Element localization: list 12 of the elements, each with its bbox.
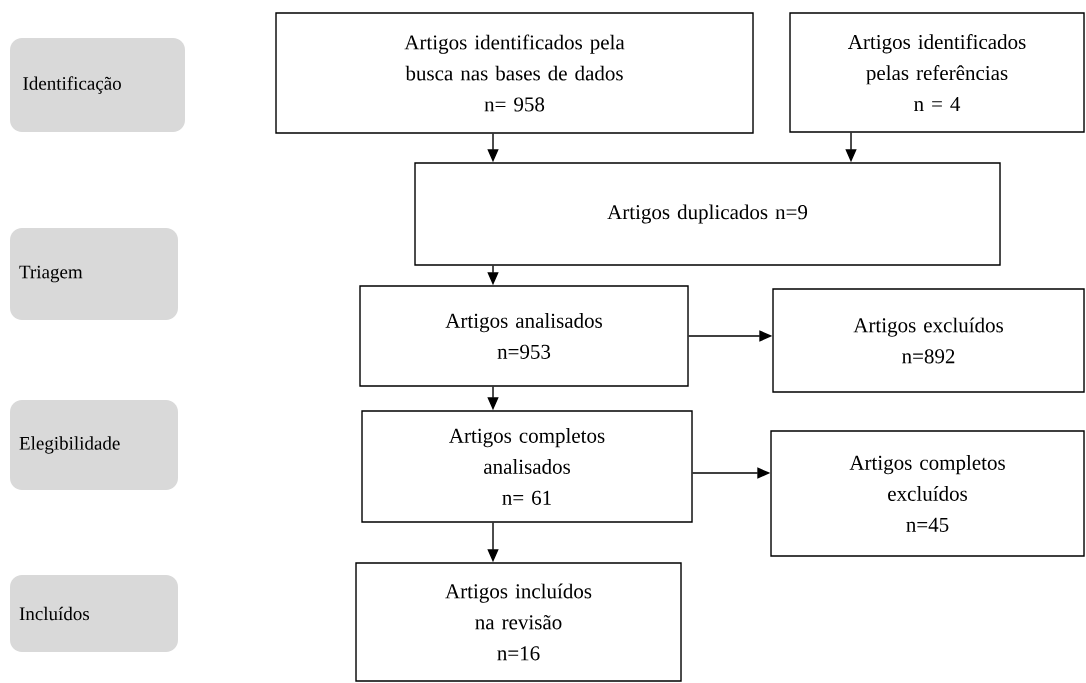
stage-label: Triagem <box>10 228 178 320</box>
process-box: Artigos excluídos n=892 <box>772 288 1085 393</box>
process-box: Artigos completos analisados n= 61 <box>361 410 693 523</box>
process-box: Artigos identificados pela busca nas bases de dados n= 958 <box>275 12 754 134</box>
stage-label: Incluídos <box>10 575 178 652</box>
stage-label: Elegibilidade <box>10 400 178 490</box>
stage-label: Identificação <box>10 38 185 132</box>
process-box: Artigos identificados pelas referências n = 4 <box>789 12 1085 133</box>
process-box: Artigos incluídos na revisão n=16 <box>355 562 682 682</box>
process-box: Artigos completos excluídos n=45 <box>770 430 1085 557</box>
process-box: Artigos duplicados n=9 <box>414 162 1001 266</box>
process-box: Artigos analisados n=953 <box>359 285 689 387</box>
